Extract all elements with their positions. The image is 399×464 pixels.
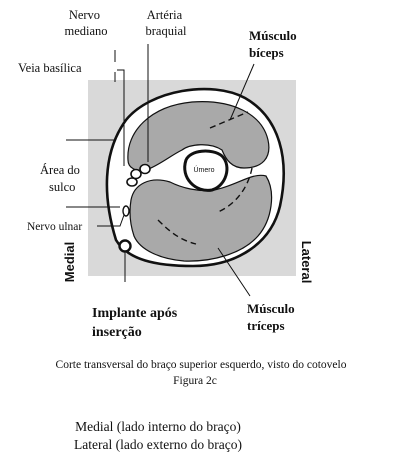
label-arteria-braquial-line2: braquial — [146, 24, 187, 38]
label-veia-basilica: Veia basílica — [18, 61, 82, 75]
humerus-label: Úmero — [193, 165, 214, 174]
label-musculo-biceps-line2: bíceps — [249, 45, 284, 60]
label-area-do-sulco-line1: Área do — [40, 163, 80, 177]
label-implante-line1: Implante após — [92, 306, 178, 321]
label-musculo-biceps: Músculo bíceps — [249, 28, 300, 60]
legend-medial: Medial (lado interno do braço) — [75, 419, 241, 434]
label-medial: Medial — [62, 242, 77, 282]
label-area-do-sulco: Área do sulco — [40, 163, 83, 194]
label-implante-line2: inserção — [92, 325, 142, 340]
label-musculo-triceps: Músculo tríceps — [247, 301, 298, 333]
label-nervo-mediano-line1: Nervo — [69, 8, 100, 22]
label-musculo-triceps-line2: tríceps — [247, 318, 285, 333]
legend-lateral: Lateral (lado externo do braço) — [74, 437, 242, 452]
ulnar-nerve-circle — [123, 206, 129, 216]
label-musculo-triceps-line1: Músculo — [247, 301, 295, 316]
label-arteria-braquial: Artéria braquial — [146, 8, 187, 38]
label-implante: Implante após inserção — [92, 306, 181, 340]
label-area-do-sulco-line2: sulco — [49, 180, 75, 194]
brachial-artery-circle — [140, 165, 150, 174]
label-arteria-braquial-line1: Artéria — [147, 8, 183, 22]
caption-line1: Corte transversal do braço superior esqu… — [56, 359, 347, 371]
label-lateral: Lateral — [299, 241, 314, 284]
label-nervo-mediano: Nervo mediano — [64, 8, 107, 38]
label-musculo-biceps-line1: Músculo — [249, 28, 297, 43]
label-nervo-mediano-line2: mediano — [64, 24, 107, 38]
caption-line2: Figura 2c — [173, 375, 217, 387]
median-nerve-circle — [131, 170, 141, 179]
basilic-vein-circle — [127, 178, 137, 186]
label-nervo-ulnar: Nervo ulnar — [27, 221, 82, 233]
implant-circle — [120, 241, 131, 252]
